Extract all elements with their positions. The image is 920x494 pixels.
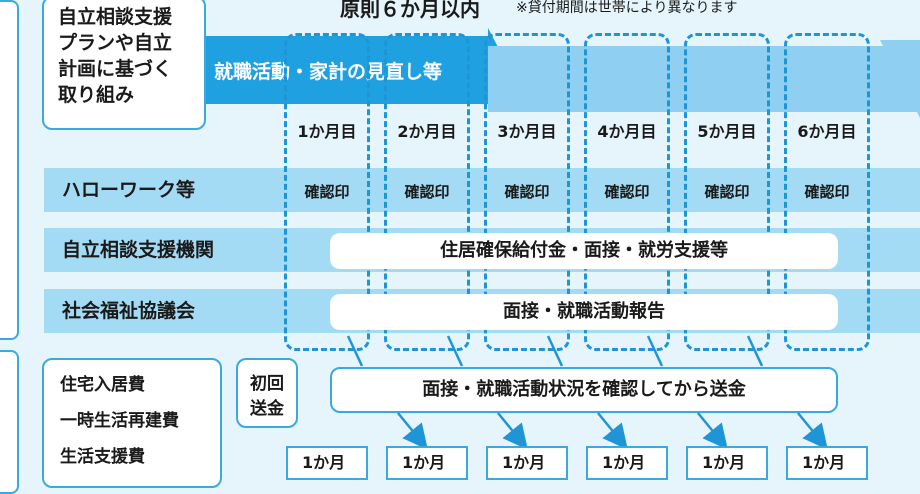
progress-arrow [205, 28, 920, 118]
welfare-council-pill: 面接・就職活動報告 [330, 294, 838, 330]
first-payment-box: 初回 送金 [236, 358, 298, 428]
bottom-month-tag-1: 1か月 [286, 446, 368, 480]
month-column-5 [684, 33, 770, 351]
plan-line-3: 計画に基づく [58, 58, 173, 80]
period-note: ※貸付期間は世帯により異なります [516, 0, 738, 16]
month-label-2: 2か月目 [397, 122, 457, 141]
stamp-month-5: 確認印 [704, 183, 750, 201]
connector-top-4 [646, 335, 664, 367]
connector-top-3 [546, 335, 564, 367]
bottom-month-tag-6: 1か月 [786, 446, 868, 480]
connector-bottom-4 [697, 412, 728, 450]
connector-bottom-1 [397, 412, 428, 450]
left-side-panel-top [0, 0, 19, 340]
remit-connectors [346, 335, 828, 450]
activity-arrow [205, 28, 510, 112]
bottom-month-tag-3: 1か月 [486, 446, 568, 480]
grant-item-1: 住宅入居費 [60, 375, 145, 395]
plan-line-1: 自立相談支援 [58, 6, 173, 28]
bottom-month-tag-4: 1か月 [586, 446, 668, 480]
bottom-month-tag-2: 1か月 [386, 446, 468, 480]
month-label-3: 3か月目 [497, 122, 557, 141]
first-payment-line-1: 初回 [250, 374, 284, 394]
stamp-month-4: 確認印 [604, 183, 650, 201]
connector-bottom-5 [797, 412, 828, 450]
connector-bottom-2 [497, 412, 528, 450]
stamp-month-6: 確認印 [804, 183, 850, 201]
connector-bottom-3 [597, 412, 628, 450]
bottom-month-tag-5: 1か月 [686, 446, 768, 480]
support-center-pill: 住居確保給付金・面接・就労支援等 [330, 233, 838, 269]
row-label-welfare-council: 社会福祉協議会 [62, 300, 196, 322]
plan-box: 自立相談支援 プランや自立 計画に基づく 取り組み [42, 0, 206, 130]
month-column-2 [384, 33, 470, 351]
connector-top-2 [446, 335, 464, 367]
month-label-5: 5か月目 [697, 122, 757, 141]
remit-pill: 面接・就職活動状況を確認してから送金 [330, 367, 838, 413]
month-label-1: 1か月目 [297, 122, 357, 141]
stamp-month-2: 確認印 [404, 183, 450, 201]
period-title: 原則６か月以内 [340, 0, 480, 21]
month-column-3 [484, 33, 570, 351]
stamp-month-3: 確認印 [504, 183, 550, 201]
grant-types-box: 住宅入居費 一時生活再建費 生活支援費 [42, 358, 222, 488]
month-label-6: 6か月目 [797, 122, 857, 141]
month-column-1 [284, 33, 370, 351]
connector-top-1 [346, 335, 364, 367]
month-label-4: 4か月目 [597, 122, 657, 141]
month-column-4 [584, 33, 670, 351]
first-payment-line-2: 送金 [250, 399, 284, 419]
row-label-support-center: 自立相談支援機関 [62, 239, 215, 261]
period-arrow-head [880, 40, 920, 118]
plan-box-text: 自立相談支援 プランや自立 計画に基づく 取り組み [58, 4, 172, 108]
stamp-month-1: 確認印 [304, 183, 350, 201]
row-band-hellowork [44, 168, 920, 212]
plan-line-2: プランや自立 [58, 32, 173, 54]
plan-line-4: 取り組み [58, 84, 135, 106]
connector-top-5 [746, 335, 764, 367]
month-column-6 [784, 33, 870, 351]
period-arrow [488, 46, 920, 112]
grant-item-3: 生活支援費 [60, 447, 145, 467]
grant-item-2: 一時生活再建費 [60, 411, 179, 431]
row-label-hellowork: ハローワーク等 [62, 179, 196, 201]
